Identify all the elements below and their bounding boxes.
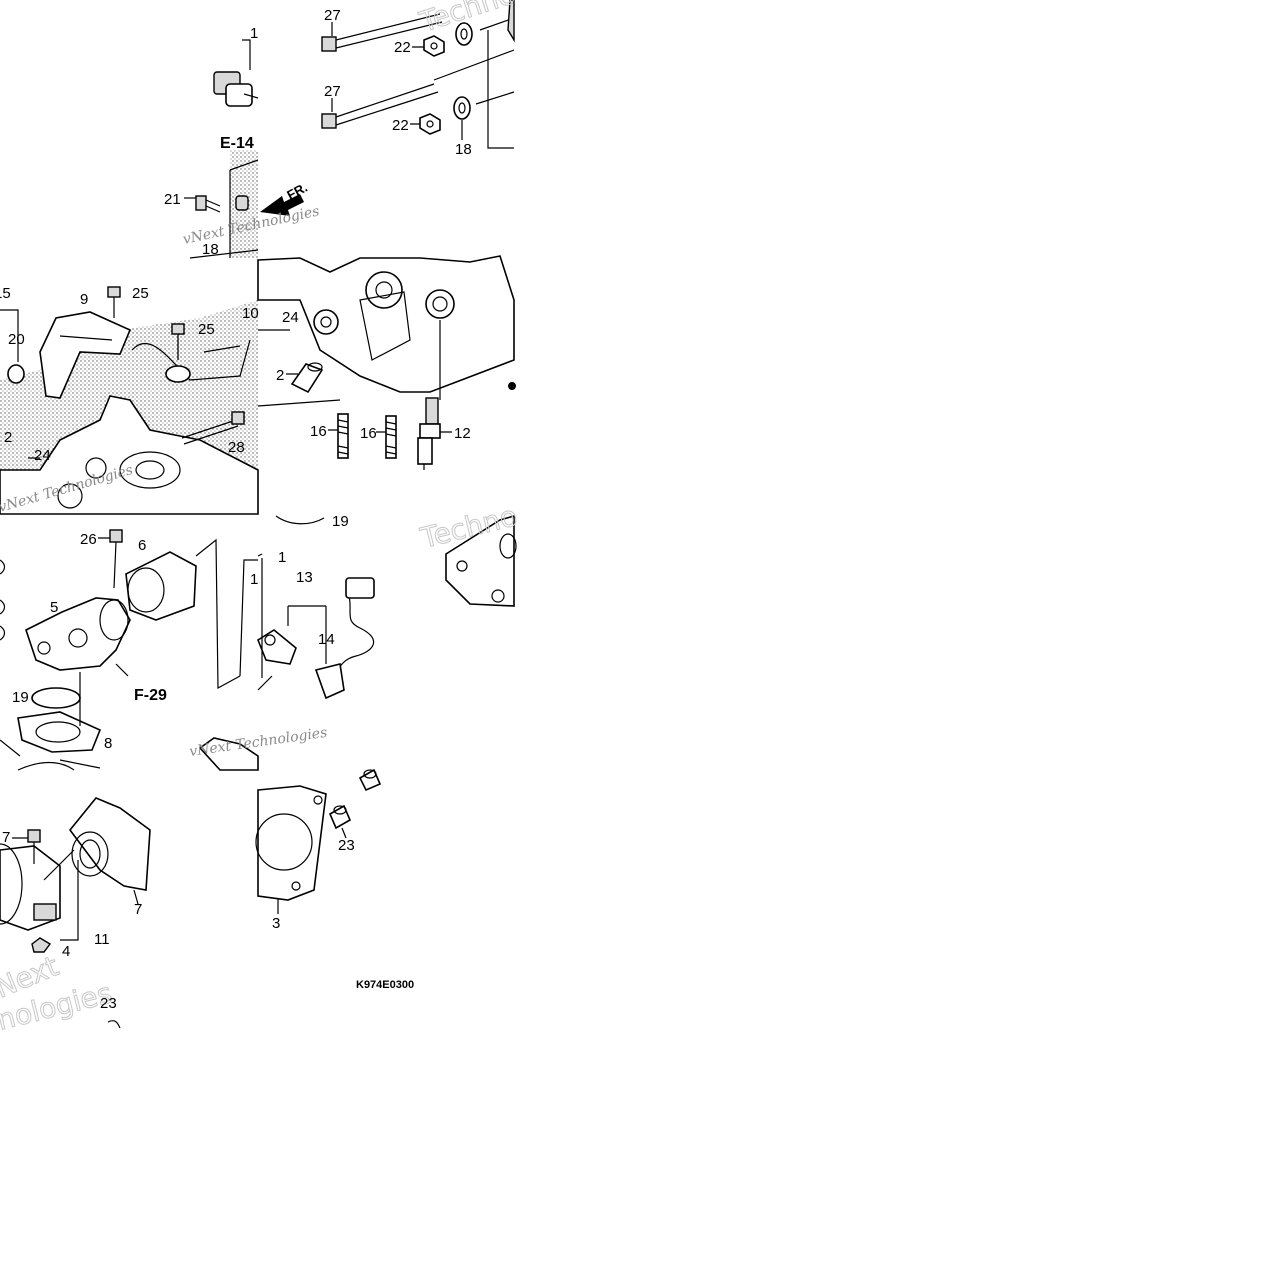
- tile-insulator: [0, 529, 259, 771]
- dowel-pin-2: [290, 362, 324, 394]
- tile-sensor-area: [184, 39, 304, 259]
- callout-c39: 23: [100, 995, 117, 1012]
- callout-c10: 9: [80, 291, 88, 308]
- joint-7: [68, 797, 151, 891]
- nut-22-upper: [423, 35, 445, 57]
- o-ring-19: [31, 687, 81, 709]
- callout-c6: 18: [455, 141, 472, 158]
- callout-c13: 20: [8, 331, 25, 348]
- bolt-27-lower: [321, 83, 439, 129]
- callout-c28: 1: [250, 571, 258, 588]
- callout-c4: 27: [324, 83, 341, 100]
- front-label: FR.: [284, 180, 310, 203]
- insulator-5: [25, 597, 131, 677]
- callout-c37: 4: [62, 943, 70, 960]
- callout-c5: 22: [392, 117, 409, 134]
- callout-c25: 6: [138, 537, 146, 554]
- callout-c17: 28: [228, 439, 245, 456]
- bracket-9: [39, 311, 132, 399]
- callout-c15: 24: [282, 309, 299, 326]
- callout-c33: 7: [2, 829, 10, 846]
- callout-c29: 5: [50, 599, 58, 616]
- callout-c11: 25: [132, 285, 149, 302]
- callout-c35: 7: [134, 901, 142, 918]
- callout-c22: 12: [454, 425, 471, 442]
- tile-gasket-right: [445, 514, 517, 607]
- tile-fasteners: [321, 0, 515, 149]
- callout-c9: 15: [0, 285, 11, 302]
- front-arrow-icon: [260, 194, 304, 216]
- tile-throttle-joint: [0, 797, 151, 1029]
- washer-lower: [453, 96, 471, 120]
- o-ring-20: [7, 364, 25, 384]
- callout-c21: 16: [360, 425, 377, 442]
- watermark-5: vNext Technologies: [188, 725, 328, 760]
- gasket-8: [17, 711, 102, 753]
- callout-c19: 24: [34, 447, 51, 464]
- callout-c20: 16: [310, 423, 327, 440]
- callout-c32: 8: [104, 735, 112, 752]
- diagram-code: K974E0300: [356, 979, 414, 991]
- callout-c12: 25: [198, 321, 215, 338]
- wire-harness-14: [314, 577, 375, 700]
- sensor-part: [213, 71, 259, 107]
- callout-c18: 2: [4, 429, 12, 446]
- gasket-3: [255, 785, 327, 901]
- tile-temp-sensor: [257, 515, 375, 700]
- callout-c16: 2: [276, 367, 284, 384]
- joint-6: [125, 538, 241, 690]
- stud-16-b: [385, 415, 397, 459]
- bolt-26: [109, 529, 123, 543]
- callout-c36: 3: [272, 915, 280, 932]
- tile-cylinder-gasket: [255, 768, 382, 914]
- callout-c2: 27: [324, 7, 341, 24]
- callout-c30: 14: [318, 631, 335, 648]
- tile-head-upper: [257, 255, 516, 470]
- bolt-21: [195, 195, 221, 213]
- callout-c31: 19: [12, 689, 29, 706]
- temp-sensor-13: [257, 629, 297, 665]
- callout-c38: 11: [94, 931, 110, 948]
- callout-c34: 23: [338, 837, 355, 854]
- bolt-27-upper: [321, 13, 443, 52]
- spark-plug-12: [417, 397, 441, 470]
- callout-c23: 19: [332, 513, 349, 530]
- callout-c7: 21: [164, 191, 181, 208]
- callout-c3: 22: [394, 39, 411, 56]
- stud-16-a: [337, 413, 349, 459]
- callout-c14: 10: [242, 305, 259, 322]
- callout-c27: 13: [296, 569, 313, 586]
- callout-c1: 1: [250, 25, 258, 42]
- nut-4: [31, 937, 52, 953]
- callout-c24: 26: [80, 531, 97, 548]
- callout-c8: 18: [202, 241, 219, 258]
- washer-upper: [455, 22, 473, 46]
- ref-label-f29: F-29: [134, 687, 167, 704]
- nut-22-lower: [419, 113, 441, 135]
- ref-label-e14: E-14: [220, 135, 254, 152]
- band-11: [0, 843, 61, 931]
- callout-c26: 1: [278, 549, 286, 566]
- callouts: 1 27 22 27 22 18 21 18 15 9 25 25 20 10 …: [0, 7, 472, 1012]
- tile-cylinder-head: [0, 286, 259, 515]
- bolt-25-b: [171, 323, 185, 335]
- dowel-23: [328, 768, 382, 830]
- bolt-25-a: [107, 286, 121, 298]
